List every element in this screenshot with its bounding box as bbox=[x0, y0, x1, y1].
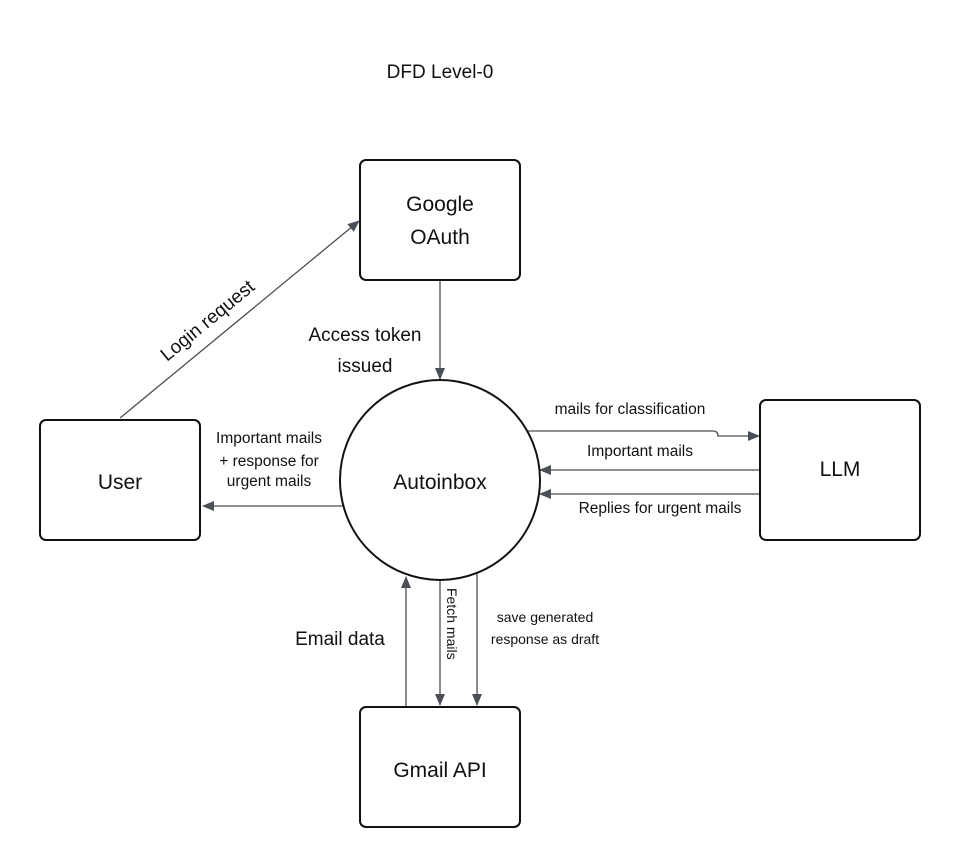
gmail-api-node bbox=[359, 706, 521, 828]
flow-access-token-label-line1: Access token bbox=[309, 325, 422, 346]
flow-replies-urgent-label: Replies for urgent mails bbox=[579, 500, 742, 517]
llm-node bbox=[759, 399, 921, 541]
flow-login-request-label: Login request bbox=[157, 276, 260, 366]
gmail-api-label: Gmail API bbox=[393, 759, 486, 782]
flow-important-mails-llm-label: Important mails bbox=[587, 443, 693, 460]
flow-fetch-mails-label: Fetch mails bbox=[444, 588, 460, 660]
flow-save-draft-label-line1: save generated bbox=[497, 609, 594, 625]
llm-label: LLM bbox=[820, 458, 861, 481]
flow-important-to-user-label-line1: Important mails bbox=[216, 430, 322, 447]
google-oauth-node bbox=[359, 159, 521, 281]
flow-access-token-label-line2: issued bbox=[338, 356, 393, 377]
flow-important-to-user-label-line2: + response for bbox=[219, 453, 319, 470]
user-label: User bbox=[98, 471, 142, 494]
google-oauth-label-line2: OAuth bbox=[410, 226, 470, 249]
flow-save-draft-label-line2: response as draft bbox=[491, 631, 599, 647]
flow-mails-for-classification-label: mails for classification bbox=[555, 401, 706, 418]
user-node bbox=[39, 419, 201, 541]
flow-email-data-label: Email data bbox=[295, 629, 385, 650]
google-oauth-label-line1: Google bbox=[406, 193, 474, 216]
diagram-title: DFD Level-0 bbox=[387, 62, 494, 83]
flow-mails-for-classification-line bbox=[527, 430, 760, 441]
flow-important-to-user-label-line3: urgent mails bbox=[227, 473, 312, 490]
autoinbox-label: Autoinbox bbox=[393, 471, 487, 494]
flow-login-request-line bbox=[119, 220, 360, 419]
autoinbox-process-node bbox=[339, 379, 541, 581]
